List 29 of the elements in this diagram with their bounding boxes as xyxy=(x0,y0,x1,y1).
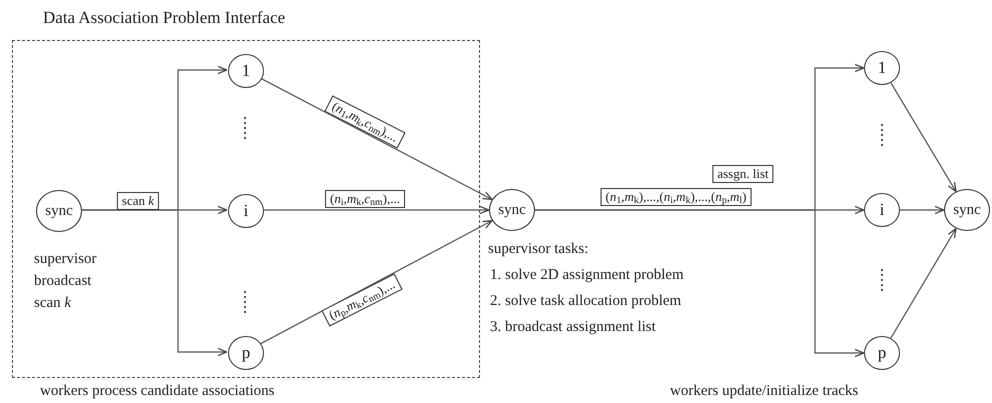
worker-circle: p xyxy=(228,336,264,370)
worker-circle: 1 xyxy=(864,51,900,85)
note-text: 3. broadcast assignment list xyxy=(489,318,657,337)
edge-label: (n$_{i}$,m$_{k}$,c$_{nm}$),... xyxy=(325,190,405,208)
arrow xyxy=(263,206,490,214)
note-text: supervisor tasks: xyxy=(488,240,590,259)
group-title: Data Association Problem Interface xyxy=(43,7,286,29)
worker-circle: i xyxy=(864,193,900,227)
caption-text: workers update/initialize tracks xyxy=(670,382,858,401)
arrow xyxy=(260,78,493,200)
arrow xyxy=(890,228,957,338)
arrow xyxy=(260,220,493,344)
worker-circle: i xyxy=(228,194,264,228)
worker-circle: p xyxy=(864,336,900,370)
edge-label: (n$_{1}$,m$_{k}$),...,(n$_{i}$,m$_{k}$),...,(n$_{p}$,m$_{l}$) xyxy=(600,188,752,206)
arrow xyxy=(81,209,228,356)
sync-circle: sync xyxy=(36,190,82,232)
note-text: supervisor broadcast scan k xyxy=(34,250,98,313)
edge-label: assgn. list xyxy=(712,165,774,183)
sync-circle: sync xyxy=(489,189,535,231)
note-text: workers process candidate associations xyxy=(40,382,276,401)
worker-circle: 1 xyxy=(228,54,264,88)
note-text: 2. solve task allocation problem xyxy=(489,292,682,311)
arrow xyxy=(890,82,957,192)
edge-label: scan k xyxy=(116,192,160,210)
sync-circle: sync xyxy=(944,189,990,231)
arrow xyxy=(900,206,945,214)
arrow xyxy=(535,209,865,358)
note-text: 1. solve 2D assignment problem xyxy=(489,266,685,285)
